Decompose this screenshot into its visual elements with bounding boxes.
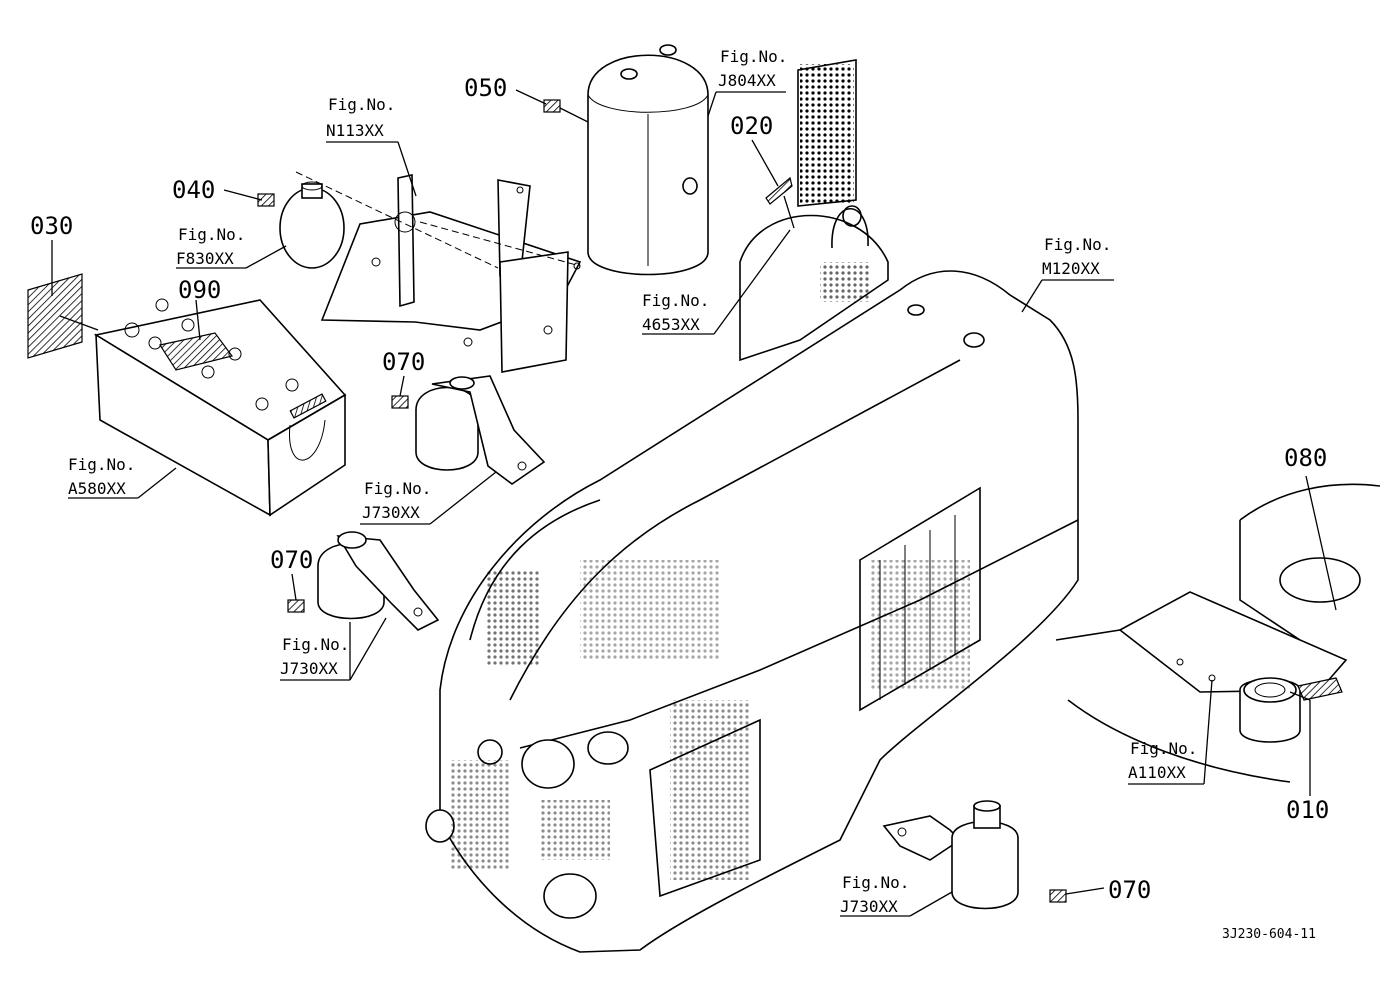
engine-hood (425, 262, 1079, 953)
label-sticker-030 (27, 273, 83, 359)
cab-floor-plate (1055, 483, 1380, 783)
sticker-020 (765, 176, 793, 205)
sticker-070b (287, 599, 305, 613)
fig-ref-label: Fig.No. (364, 479, 431, 498)
fig-ref-a580: A580XX (68, 479, 126, 498)
leader-lines (51, 89, 1337, 917)
callout-080: 080 (1284, 444, 1327, 472)
exhaust-pipe (739, 59, 889, 362)
battery (93, 298, 347, 517)
fig-ref-label: Fig.No. (328, 95, 395, 114)
rubber-mount-lower (882, 800, 1019, 910)
sticker-050 (543, 99, 561, 113)
fig-ref-label: Fig.No. (178, 225, 245, 244)
hood-grille-dots (450, 262, 970, 880)
callout-040: 040 (172, 176, 215, 204)
fig-ref-4653: 4653XX (642, 315, 700, 334)
rubber-mount-middle (317, 531, 440, 631)
rubber-mount-upper (415, 375, 546, 485)
hatch-stickers (257, 99, 1067, 903)
callout-020: 020 (730, 112, 773, 140)
drawing-number: 3J230-604-11 (1222, 927, 1316, 942)
fig-ref-label: Fig.No. (282, 635, 349, 654)
callout-numbers: 030 040 050 020 090 070 070 070 080 010 (30, 74, 1329, 904)
fig-ref-n113: N113XX (326, 121, 384, 140)
sticker-070a (391, 395, 409, 409)
fig-ref-label: Fig.No. (1130, 739, 1197, 758)
fig-ref-j730-upper: J730XX (362, 503, 420, 522)
fig-ref-label: Fig.No. (842, 873, 909, 892)
fig-ref-a110: A110XX (1128, 763, 1186, 782)
sticker-070c (1049, 889, 1067, 903)
air-tank (587, 44, 709, 276)
fig-ref-j730-middle: J730XX (280, 659, 338, 678)
fig-ref-m120: M120XX (1042, 259, 1100, 278)
callout-090: 090 (178, 276, 221, 304)
fig-ref-label: Fig.No. (1044, 235, 1111, 254)
callout-050: 050 (464, 74, 507, 102)
fig-ref-j730-lower: J730XX (840, 897, 898, 916)
callout-070-upper: 070 (382, 348, 425, 376)
bracket-frame (295, 171, 582, 373)
sticker-040 (257, 193, 275, 207)
fig-ref-j804: J804XX (718, 71, 776, 90)
fig-ref-label: Fig.No. (720, 47, 787, 66)
callout-070-lower: 070 (1108, 876, 1151, 904)
fig-ref-label: Fig.No. (68, 455, 135, 474)
callout-070-middle: 070 (270, 546, 313, 574)
fig-ref-label: Fig.No. (642, 291, 709, 310)
callout-010: 010 (1286, 796, 1329, 824)
accumulator (279, 181, 345, 269)
fig-ref-f830: F830XX (176, 249, 234, 268)
figure-references: Fig.No. N113XX Fig.No. F830XX Fig.No. A5… (68, 47, 1197, 916)
callout-030: 030 (30, 212, 73, 240)
